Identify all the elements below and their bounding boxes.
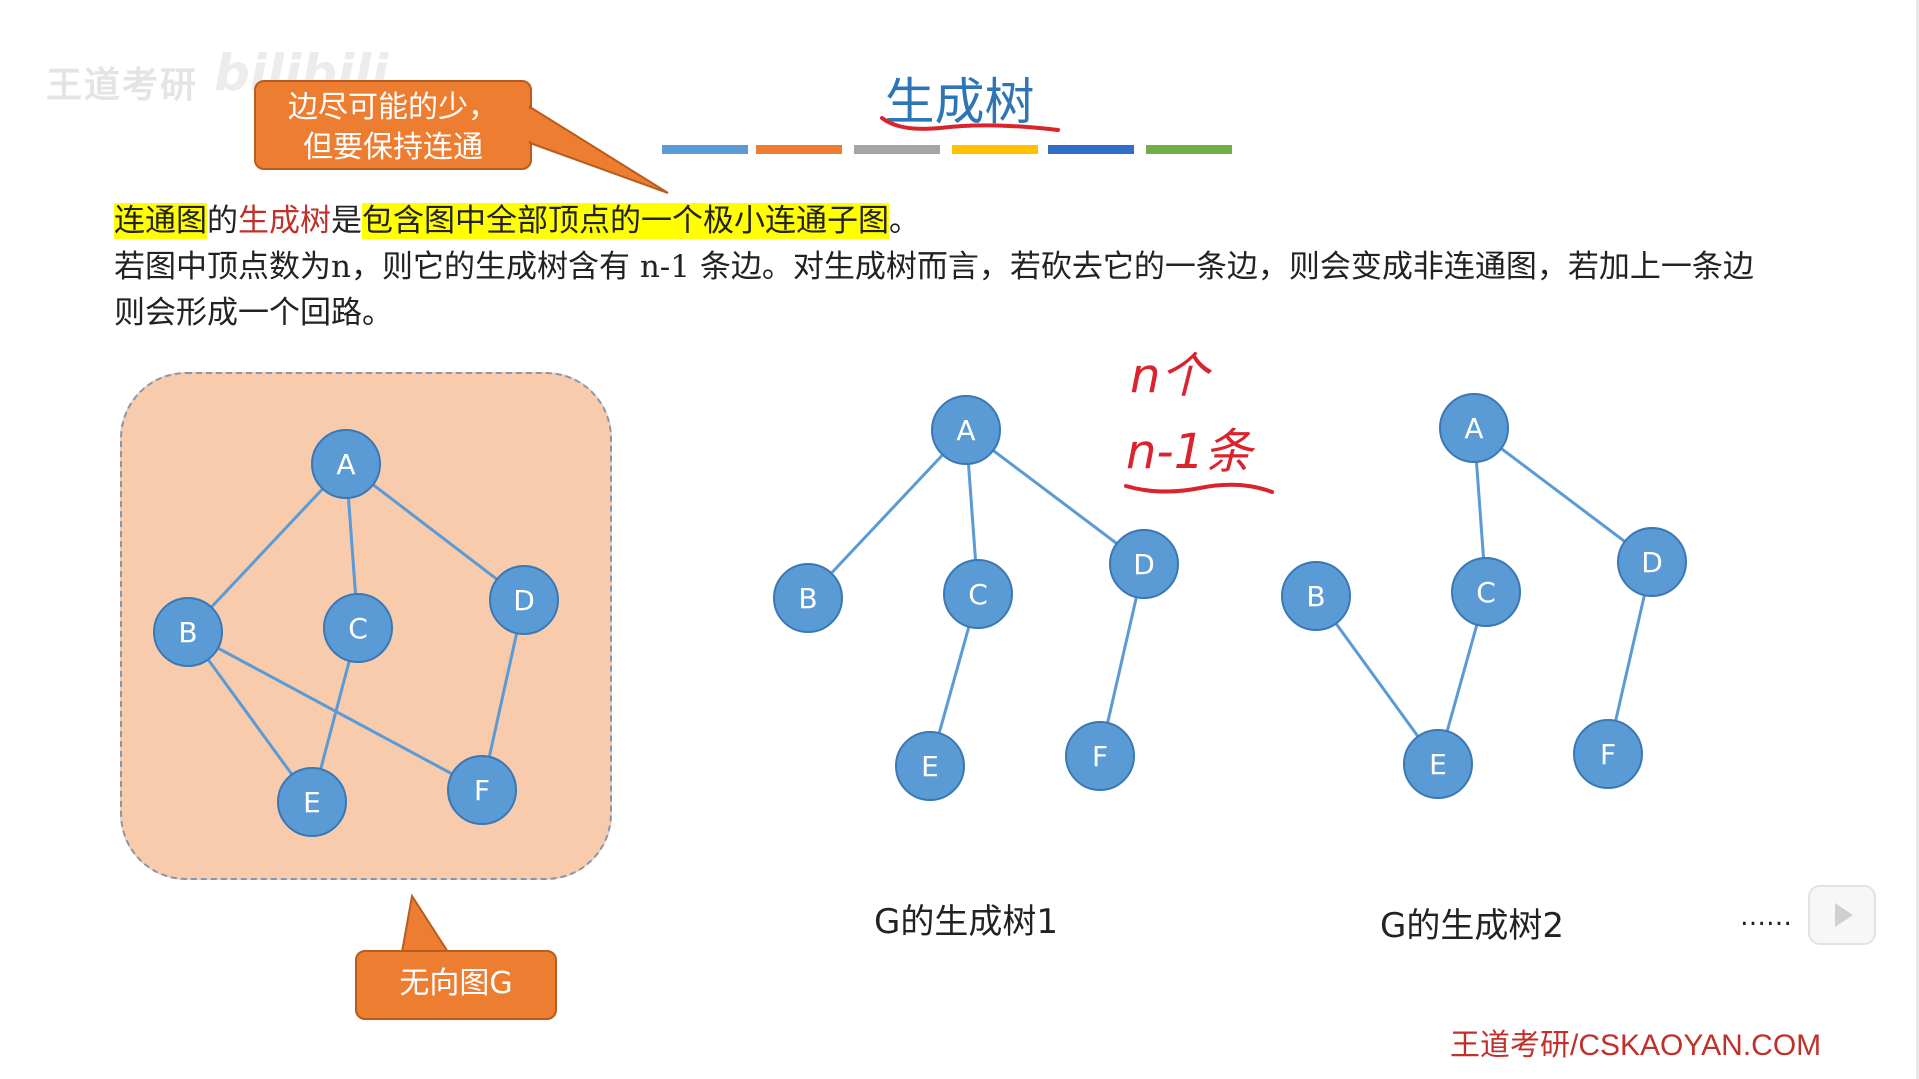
vertex-D bbox=[1617, 527, 1687, 597]
vertex-label-C: C bbox=[348, 612, 368, 645]
vertex-B bbox=[153, 597, 223, 667]
spanning-tree-2: A B C D E F bbox=[1281, 393, 1687, 799]
wangdao-logo: 王道考研 bbox=[46, 65, 199, 106]
color-bar-2 bbox=[756, 145, 842, 154]
ellipsis-more-trees: …… bbox=[1740, 902, 1792, 932]
play-button[interactable] bbox=[1808, 885, 1876, 945]
callout-line-1: 边尽可能的少， bbox=[288, 90, 498, 125]
edge-B-E bbox=[186, 631, 314, 803]
definition-line: 连通图的生成树是包含图中全部顶点的一个极小连通子图。 bbox=[114, 198, 1754, 244]
definition-connector-2: 是 bbox=[331, 203, 362, 239]
vertex-B bbox=[773, 563, 843, 633]
term-spanning-tree: 生成树 bbox=[238, 203, 331, 239]
vertex-C bbox=[943, 559, 1013, 629]
explanation-text: 若图中顶点数为n，则它的生成树含有 n-1 条边。对生成树而言，若砍去它的一条边… bbox=[114, 249, 1754, 331]
callout-line-2: 但要保持连通 bbox=[303, 130, 483, 165]
vertex-label-E: E bbox=[1429, 748, 1447, 781]
vertex-label-A: A bbox=[336, 448, 355, 481]
color-bar-4 bbox=[952, 145, 1038, 154]
vertex-F bbox=[1065, 721, 1135, 791]
color-bar-3 bbox=[854, 145, 940, 154]
vertex-label-F: F bbox=[1600, 738, 1616, 771]
color-bar-1 bbox=[662, 145, 748, 154]
vertex-F bbox=[447, 755, 517, 825]
vertex-label-B: B bbox=[178, 616, 197, 649]
watermark: 王道考研/CSKAOYAN.COM bbox=[1450, 1029, 1822, 1062]
vertex-F bbox=[1573, 719, 1643, 789]
vertex-B bbox=[1281, 561, 1351, 631]
vertex-label-B: B bbox=[798, 582, 817, 615]
handwritten-annotation: n个 n-1条 bbox=[1124, 348, 1274, 494]
play-icon bbox=[1835, 903, 1853, 927]
color-bar-5 bbox=[1048, 145, 1134, 154]
vertex-C bbox=[323, 593, 393, 663]
edge-A-D bbox=[965, 428, 1145, 566]
callout-top-pointer bbox=[528, 105, 669, 194]
vertex-A bbox=[931, 395, 1001, 465]
handwriting-underline bbox=[1124, 482, 1274, 494]
vertex-E bbox=[1403, 729, 1473, 799]
vertex-label-D: D bbox=[1133, 548, 1155, 581]
spanning-tree-1: A B C D E F bbox=[773, 395, 1179, 801]
title-handwritten-underline bbox=[880, 116, 1060, 132]
callout-graph-g-label: 无向图G bbox=[355, 950, 557, 1020]
vertex-label-F: F bbox=[474, 774, 490, 807]
vertex-label-D: D bbox=[513, 584, 535, 617]
handwriting-n-minus-1-edges: n-1条 bbox=[1126, 424, 1256, 480]
right-edge-rule bbox=[1916, 0, 1919, 1079]
vertex-E bbox=[277, 767, 347, 837]
definition-period: 。 bbox=[889, 203, 920, 239]
vertex-label-B: B bbox=[1306, 580, 1325, 613]
edge-A-D bbox=[1473, 426, 1653, 564]
color-bar-6 bbox=[1146, 145, 1232, 154]
definition-paragraph: 连通图的生成树是包含图中全部顶点的一个极小连通子图。 若图中顶点数为n，则它的生… bbox=[114, 198, 1754, 336]
vertex-E bbox=[895, 731, 965, 801]
vertex-C bbox=[1451, 557, 1521, 627]
handwriting-n-vertices: n个 bbox=[1130, 348, 1212, 404]
vertex-label-A: A bbox=[956, 414, 975, 447]
term-connected-graph: 连通图 bbox=[114, 203, 207, 239]
edge-A-B bbox=[806, 428, 968, 600]
slide-title: 生成树 bbox=[884, 73, 1035, 131]
callout-bottom-pointer bbox=[400, 893, 450, 953]
vertex-label-F: F bbox=[1092, 740, 1108, 773]
vertex-A bbox=[311, 429, 381, 499]
callout-edge-hint: 边尽可能的少， 但要保持连通 bbox=[254, 80, 532, 170]
vertex-label-D: D bbox=[1641, 546, 1663, 579]
vertex-A bbox=[1439, 393, 1509, 463]
vertex-label-E: E bbox=[921, 750, 939, 783]
caption-spanning-tree-2: G的生成树2 bbox=[1380, 906, 1564, 946]
vertex-label-C: C bbox=[968, 578, 988, 611]
definition-connector: 的 bbox=[207, 203, 238, 239]
vertex-label-C: C bbox=[1476, 576, 1496, 609]
vertex-label-A: A bbox=[1464, 412, 1483, 445]
vertex-label-E: E bbox=[303, 786, 321, 819]
vertex-D bbox=[489, 565, 559, 635]
definition-highlight: 包含图中全部顶点的一个极小连通子图 bbox=[362, 203, 889, 239]
vertex-D bbox=[1109, 529, 1179, 599]
caption-spanning-tree-1: G的生成树1 bbox=[874, 902, 1058, 942]
edge-A-D bbox=[345, 462, 525, 602]
graph-g: A B C D E F bbox=[153, 429, 559, 837]
edge-A-B bbox=[186, 462, 348, 634]
